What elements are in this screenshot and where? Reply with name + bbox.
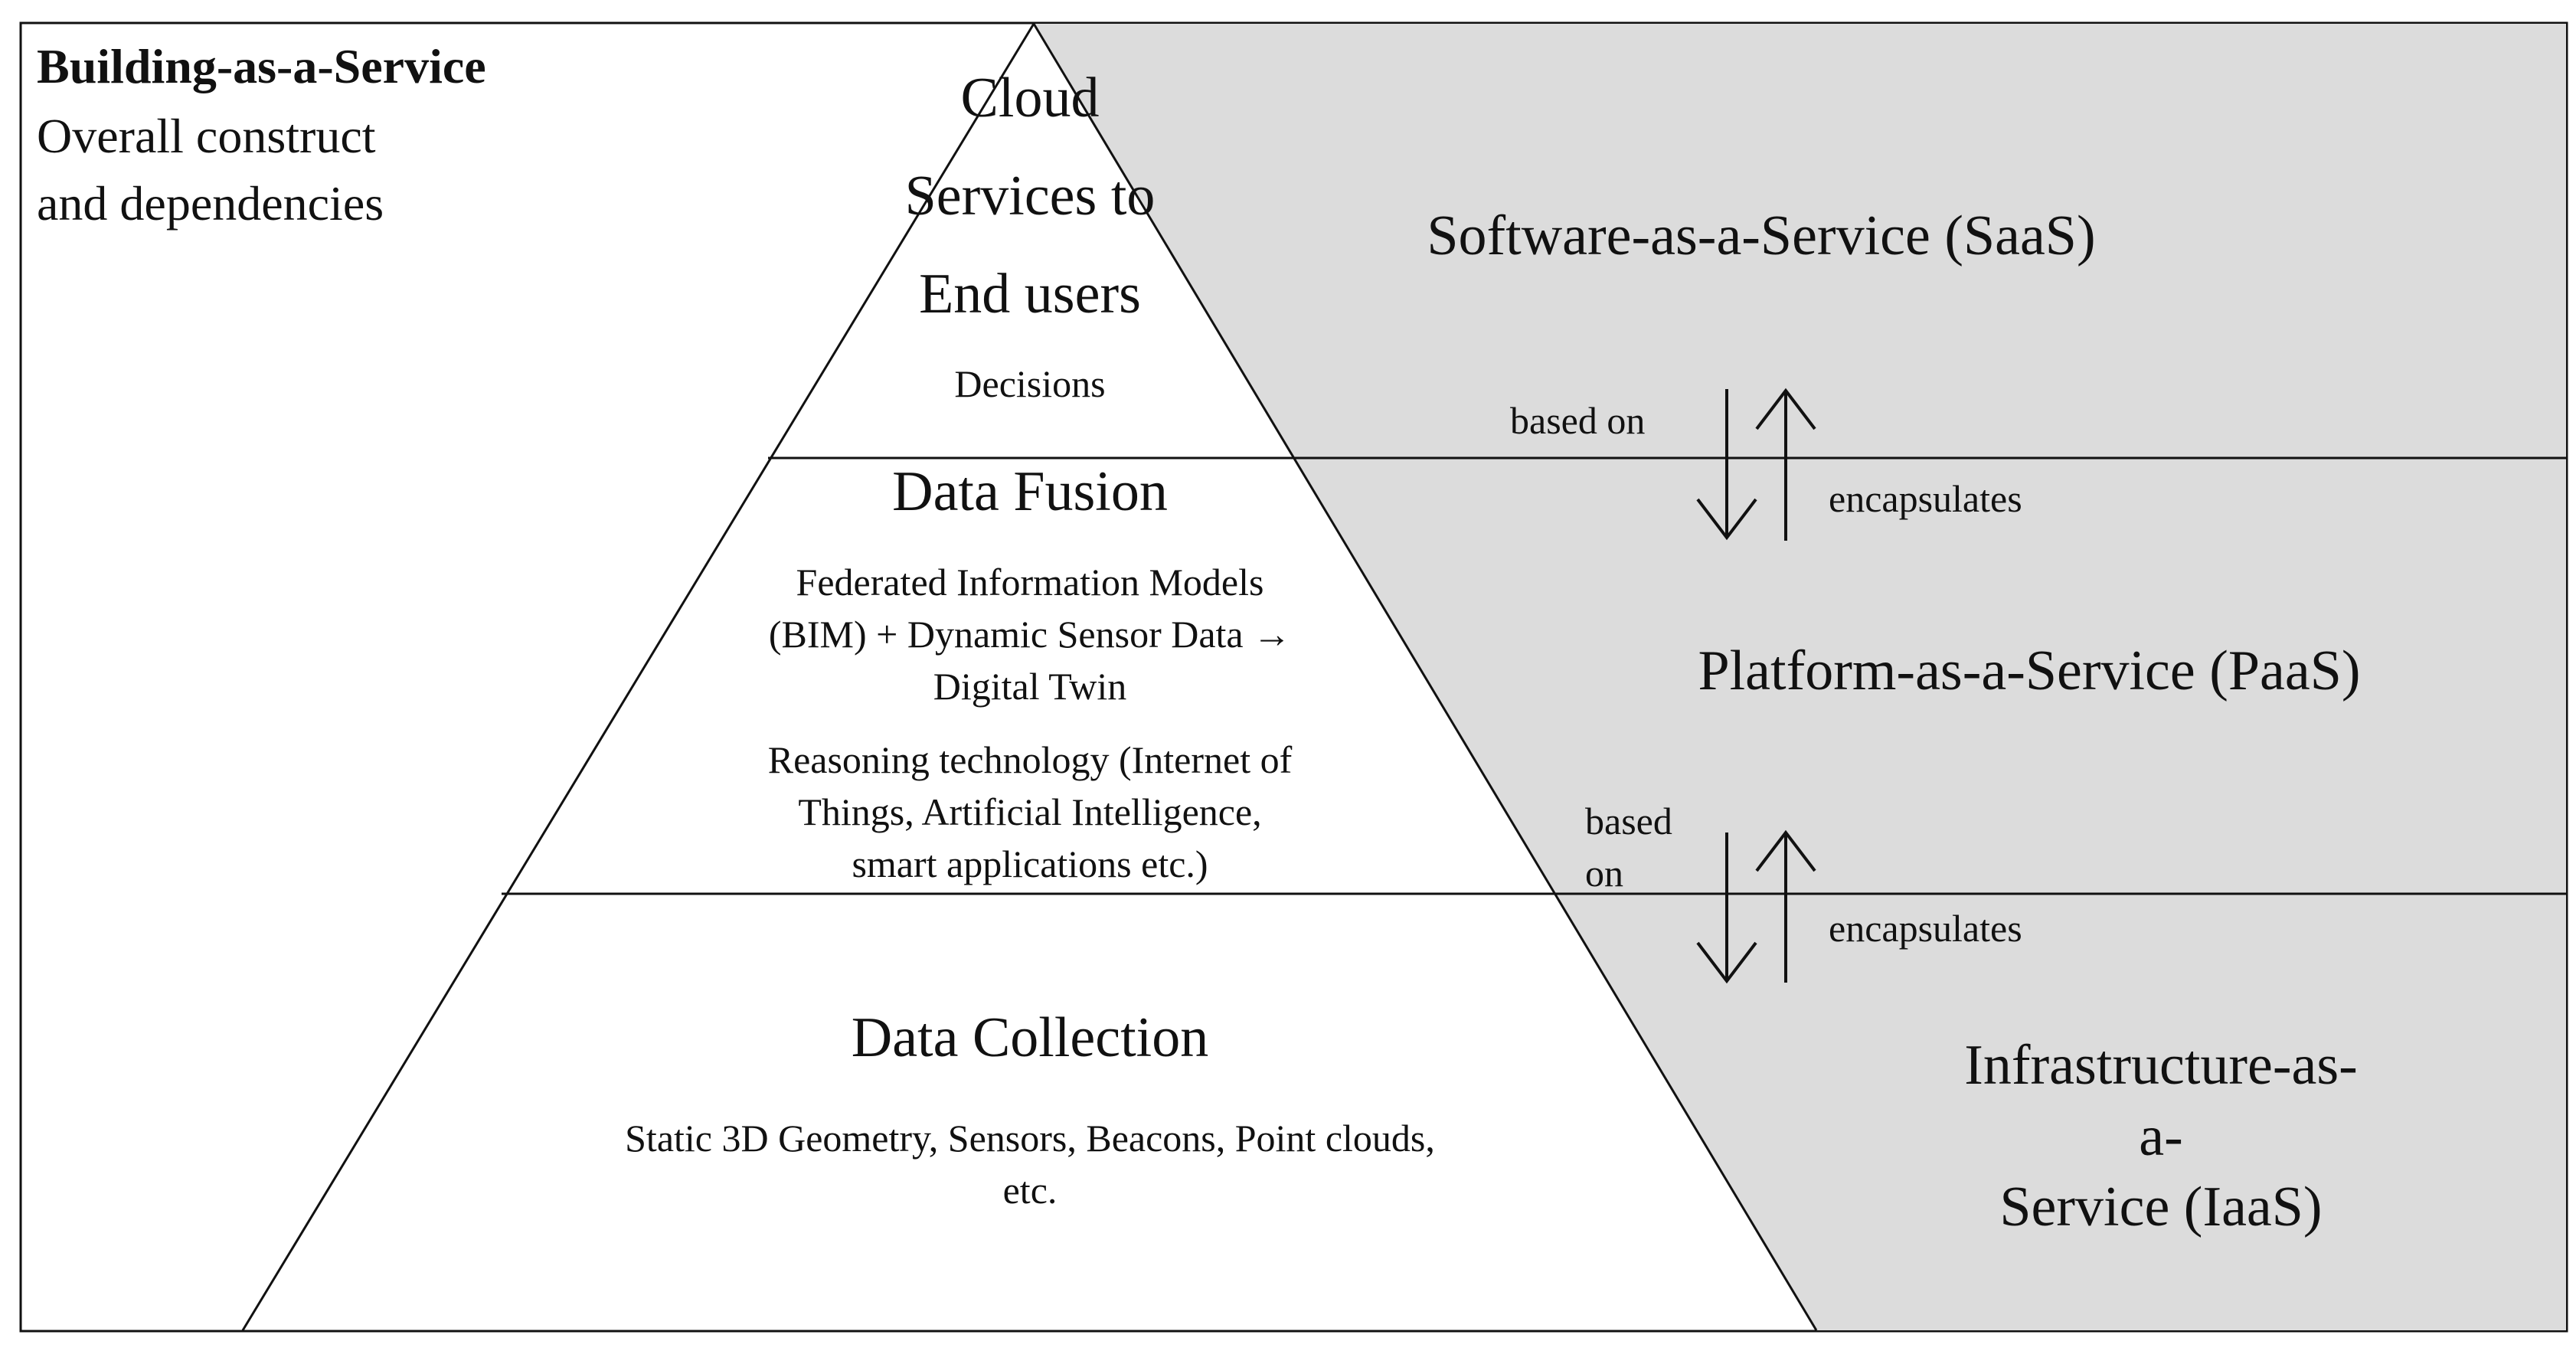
saas-label: Software-as-a-Service (SaaS) (1427, 204, 2096, 267)
lower-down-arrow (1696, 833, 1757, 984)
pyramid-right-edge (1032, 23, 1818, 1331)
middle-tier-block2: Reasoning technology (Internet of Things… (767, 738, 1293, 885)
lower-encapsulates-label: encapsulates (1829, 907, 2022, 950)
top-tier-line1: Cloud (960, 67, 1100, 129)
lower-based-on-label: based on (1585, 800, 1672, 895)
top-tier-line3: End users (919, 263, 1141, 325)
middle-tier-block1: Federated Information Models (BIM) + Dyn… (768, 561, 1292, 708)
bottom-tier-title: Data Collection (851, 1006, 1209, 1069)
upper-based-on-label: based on (1510, 399, 1646, 442)
bottom-tier-sub: Static 3D Geometry, Sensors, Beacons, Po… (625, 1117, 1435, 1212)
diagram-subtitle: Overall construct and dependencies (37, 109, 384, 231)
upper-up-arrow (1755, 388, 1816, 541)
upper-encapsulates-label: encapsulates (1829, 477, 2022, 520)
layer-shading (1034, 24, 2566, 1330)
upper-down-arrow (1696, 389, 1757, 541)
middle-tier-title: Data Fusion (892, 460, 1168, 523)
top-tier-sub: Decisions (954, 362, 1106, 405)
pyramid-left-edge (241, 23, 1035, 1331)
lower-up-arrow (1755, 829, 1816, 983)
iaas-label: Infrastructure-as-a- Service (IaaS) (1964, 1034, 2358, 1238)
diagram-title: Building-as-a-Service (37, 39, 486, 93)
top-tier-line2: Services to (904, 165, 1156, 227)
paas-label: Platform-as-a-Service (PaaS) (1698, 640, 2361, 702)
